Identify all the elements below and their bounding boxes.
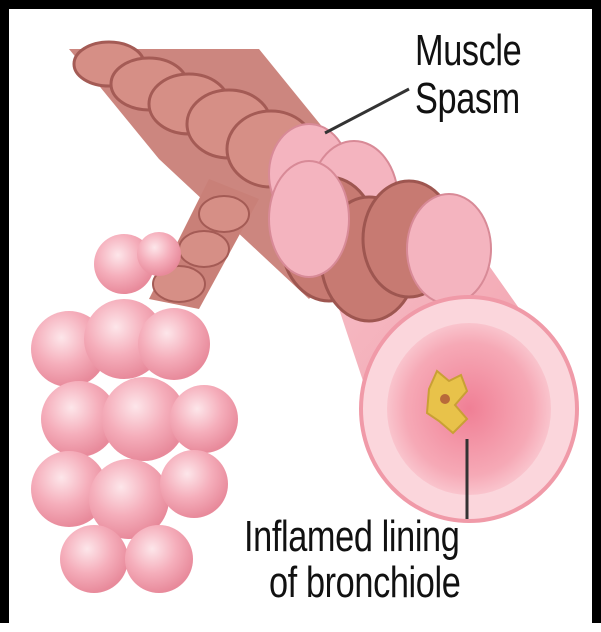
label-line: Inflamed lining <box>244 514 460 560</box>
muscle-spasm-label: Muscle Spasm <box>415 27 521 123</box>
main-bronchiole <box>269 161 577 521</box>
label-line: of bronchiole <box>244 560 460 606</box>
muscle-spasm-pointer <box>325 89 409 133</box>
inflamed-lining-label: Inflamed lining of bronchiole <box>244 514 460 606</box>
label-line: Muscle <box>415 27 521 75</box>
label-line: Spasm <box>415 75 521 123</box>
